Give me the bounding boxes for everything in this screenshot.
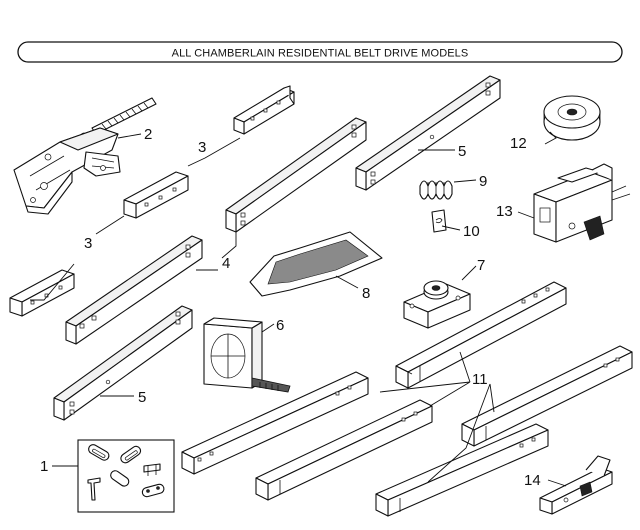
rail-end-section-icon	[355, 75, 501, 191]
extension-rail-icon	[461, 345, 633, 447]
leader-3-top	[187, 137, 241, 167]
leader-13	[517, 211, 535, 219]
callout-4: 4	[222, 255, 230, 272]
callout-7: 7	[477, 257, 485, 274]
callout-3-top: 3	[198, 139, 206, 156]
leader-11	[379, 351, 495, 483]
leader-8	[335, 275, 359, 289]
rail-end-section-icon	[53, 305, 193, 421]
leader-10	[441, 225, 461, 231]
spring-icon	[419, 180, 453, 200]
callout-10: 10	[463, 223, 480, 240]
leader-3-left	[30, 263, 75, 301]
extension-rail-icon	[395, 281, 567, 389]
leader-12	[544, 131, 557, 145]
chain-link-hardware-kit-icon	[77, 439, 175, 513]
callout-12: 12	[510, 135, 527, 152]
leader-3-mid	[95, 215, 125, 235]
leader-6	[261, 323, 275, 333]
callout-2: 2	[144, 126, 152, 143]
rail-connector-bracket-icon	[233, 85, 295, 135]
callout-11: 11	[472, 371, 488, 388]
callout-3-left: 3	[84, 235, 92, 252]
idler-pulley-bracket-icon	[403, 280, 471, 329]
leader-2	[117, 133, 142, 139]
leader-lines	[30, 131, 567, 487]
rail-section-icon	[225, 117, 367, 233]
leader-4-center	[221, 232, 237, 259]
callout-5-bottom: 5	[138, 389, 146, 406]
grease-packet-icon	[249, 231, 383, 297]
rail-section-icon	[65, 235, 203, 345]
leader-7	[461, 265, 477, 281]
callout-13: 13	[496, 203, 513, 220]
leader-14	[547, 479, 567, 487]
rail-connector-bracket-icon	[123, 171, 189, 219]
header-banner: ALL CHAMBERLAIN RESIDENTIAL BELT DRIVE M…	[17, 41, 623, 63]
callout-labels: 2 3 3 4 5 5 6 7 8 9 10 11 12 13 14 1	[40, 126, 541, 489]
pulley-icon	[543, 95, 601, 141]
callout-9: 9	[479, 173, 487, 190]
trolley-carriage-icon	[533, 163, 631, 243]
callout-8: 8	[362, 285, 370, 302]
extension-rail-icon	[255, 399, 433, 501]
extension-rail-icon	[375, 423, 549, 517]
door-bracket-arm-icon	[539, 455, 613, 515]
belt-tensioner-assembly-icon	[13, 97, 157, 215]
callout-14: 14	[524, 472, 541, 489]
page-title: ALL CHAMBERLAIN RESIDENTIAL BELT DRIVE M…	[172, 48, 469, 60]
leader-9	[453, 179, 477, 183]
callout-5-top: 5	[458, 143, 466, 160]
header-pill	[17, 41, 623, 63]
clip-icon	[431, 209, 447, 233]
callout-6: 6	[276, 317, 284, 334]
rail-connector-bracket-icon	[9, 269, 75, 317]
callout-1: 1	[40, 458, 48, 475]
extension-rail-icon	[181, 371, 369, 475]
belt-roll-icon	[203, 317, 291, 393]
